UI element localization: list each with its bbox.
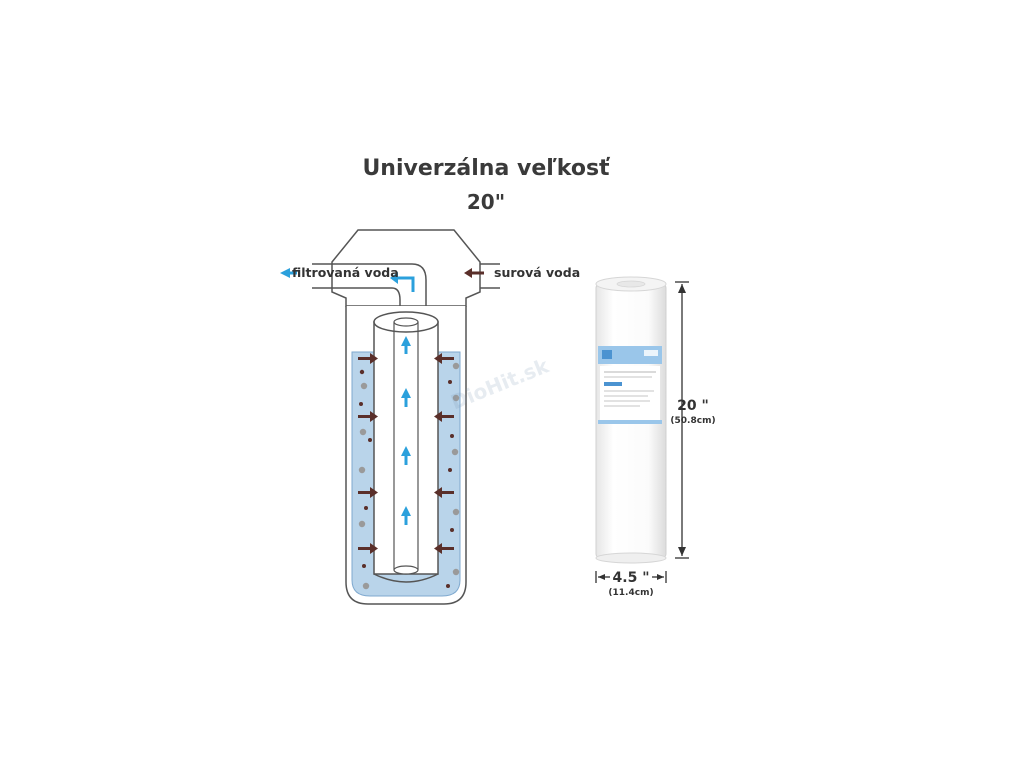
inflow-arrow [434,543,454,554]
inflow-arrow [358,411,378,422]
width-metric: (11.4cm) [608,588,654,598]
diagram-subtitle: 20" [466,190,506,214]
upflow-arrow [401,506,411,525]
inlet-pipe [480,263,500,289]
height-dimension [675,281,689,559]
inflow-arrow [434,411,454,422]
inlet-arrow [464,268,484,278]
upflow-arrow [401,336,411,354]
inflow-arrow [358,543,378,554]
inflow-arrows-right [434,353,454,554]
product-label [598,346,662,424]
inflow-arrow [358,487,378,498]
inflow-arrows-left [358,353,378,554]
width-value: 4.5 " [612,570,650,586]
diagram-title: Univerzálna veľkosť [362,156,610,181]
housing-head [331,229,481,307]
inlet-label: surová voda [494,265,581,280]
width-dimension [595,571,667,583]
inflow-arrow [434,487,454,498]
outlet-flow-arrow [390,272,415,292]
particles [358,362,460,590]
upflow-arrow [401,446,411,465]
outlet-pipe [312,263,427,318]
outlet-label: filtrovaná voda [292,265,399,280]
height-dimension-label: 20 " (50.8cm) [668,398,718,426]
height-metric: (50.8cm) [670,416,716,426]
cartridge-product [595,276,667,564]
outlet-left-arrow [280,268,290,278]
inflow-arrow [358,353,378,364]
inflow-arrow [434,353,454,364]
width-dimension-label: 4.5 " (11.4cm) [606,570,656,598]
height-value: 20 " [677,398,709,414]
upflow-arrows [401,336,411,525]
upflow-arrow [401,388,411,407]
